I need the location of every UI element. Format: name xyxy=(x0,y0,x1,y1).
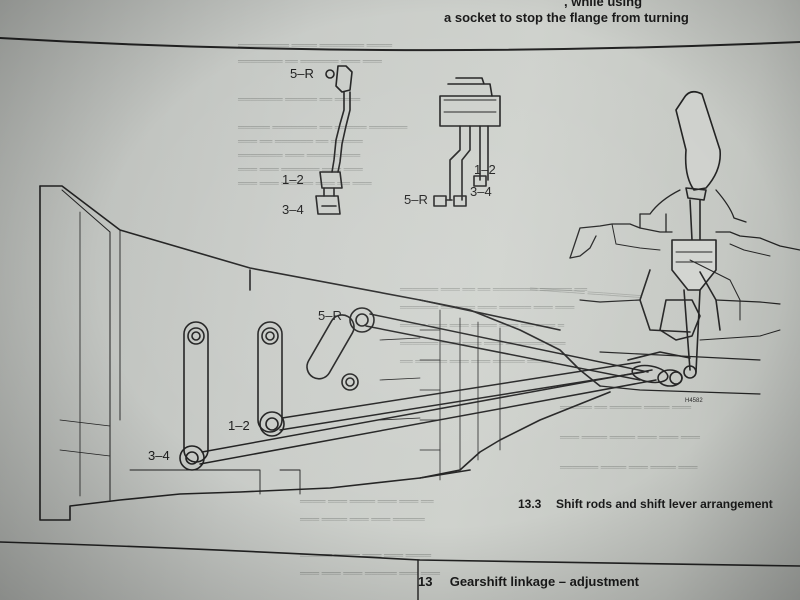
console-outline xyxy=(569,189,800,259)
rod-pivots xyxy=(179,307,375,471)
top-text-block: , while using a socket to stop the flang… xyxy=(444,0,800,26)
figure-border-top xyxy=(0,37,800,52)
shift-knob xyxy=(675,90,722,191)
bleed-through-text: ════ ═══ ═══ ════ ═══ ══ ═══ ═ xyxy=(400,320,565,330)
bleed-through-text: ═══ ═══ ═══ ═════ ═══ ═══ xyxy=(300,568,441,578)
label-upper-left-34: 3–4 xyxy=(282,202,304,217)
bleed-through-text: ═══ ════ ═══ ═══ ═════ xyxy=(300,514,425,524)
label-upper-left-5r: 5–R xyxy=(290,66,314,81)
bleed-through-text: ══════ ════ ═══ ════ ═══ xyxy=(560,462,698,472)
figure-caption-number: 13.3 xyxy=(518,497,542,511)
bleed-through-text: ═══ ══ ══════ ══ ═════ xyxy=(238,136,363,146)
section-number: 13 xyxy=(418,574,433,589)
figure-border-bottom xyxy=(0,541,800,567)
section-title: Gearshift linkage – adjustment xyxy=(449,574,639,589)
bleed-through-text: ═══════ ═══ ═════ ═══ xyxy=(238,150,361,160)
label-upper-right-34: 3–4 xyxy=(470,184,492,199)
bleed-through-text: ══════ ═══ ═══ ═══ ══════ ═══ xyxy=(400,338,566,348)
bleed-through-text: ══════ ═══ ══ ══ ═══════ ═════ ══ xyxy=(400,284,588,294)
bleed-through-text: ═══ ═══ ══════ ═══ ═══ xyxy=(238,164,363,174)
label-main-5r: 5–R xyxy=(318,308,342,323)
bleed-through-text: ════════ ════ ═══════ ════ xyxy=(238,40,393,50)
bleed-through-text: ══ ═════ ═══ ═══ ═════ ════ xyxy=(400,356,553,366)
rod-end-joints xyxy=(627,351,697,387)
label-upper-left-12: 1–2 xyxy=(282,172,304,187)
bleed-through-text: ═══ ════ ════ ═══ ═══ ═══ xyxy=(560,432,701,442)
label-main-34: 3–4 xyxy=(148,448,170,463)
bleed-through-text: ═══ ═══ ═════ ═══ ══ ═══ xyxy=(238,178,372,188)
bleed-through-text: ═════ ══ ═════ ════ ═══ xyxy=(560,402,692,412)
bleed-through-text: ═══════ ═════ ══ ════ xyxy=(238,94,361,104)
label-upper-right-12: 1–2 xyxy=(474,162,496,177)
figure-caption: 13.3 Shift rods and shift lever arrangem… xyxy=(518,497,773,511)
bleed-through-text: ═════ ════ ═══ ═══ ════ xyxy=(300,550,432,560)
bleed-through-text: ═════ ═══════ ══ ═════ ══════ xyxy=(238,122,408,132)
shift-rods xyxy=(199,313,657,465)
bleed-through-text: ══════ ══ ═══ ═══ ═════ ═══ ═══ xyxy=(400,302,575,312)
detail-left xyxy=(315,65,353,215)
top-text-line-2: a socket to stop the flange from turning xyxy=(444,10,689,25)
section-heading: 13 Gearshift linkage – adjustment xyxy=(418,574,639,589)
figure-code: H4582 xyxy=(685,398,703,404)
bleed-through-text: ════ ═══ ════ ═══ ═══ ══ xyxy=(300,496,434,506)
shift-lever xyxy=(579,90,781,373)
bleed-through-text: ═══════ ══ ══════ ═══ ═══ xyxy=(238,56,382,66)
figure-caption-text: Shift rods and shift lever arrangement xyxy=(556,497,773,511)
detail-right xyxy=(433,77,501,207)
label-upper-right-5r: 5–R xyxy=(404,192,428,207)
top-text-line-1: , while using xyxy=(564,0,643,9)
label-main-12: 1–2 xyxy=(228,418,250,433)
gearbox-housing xyxy=(39,185,781,521)
